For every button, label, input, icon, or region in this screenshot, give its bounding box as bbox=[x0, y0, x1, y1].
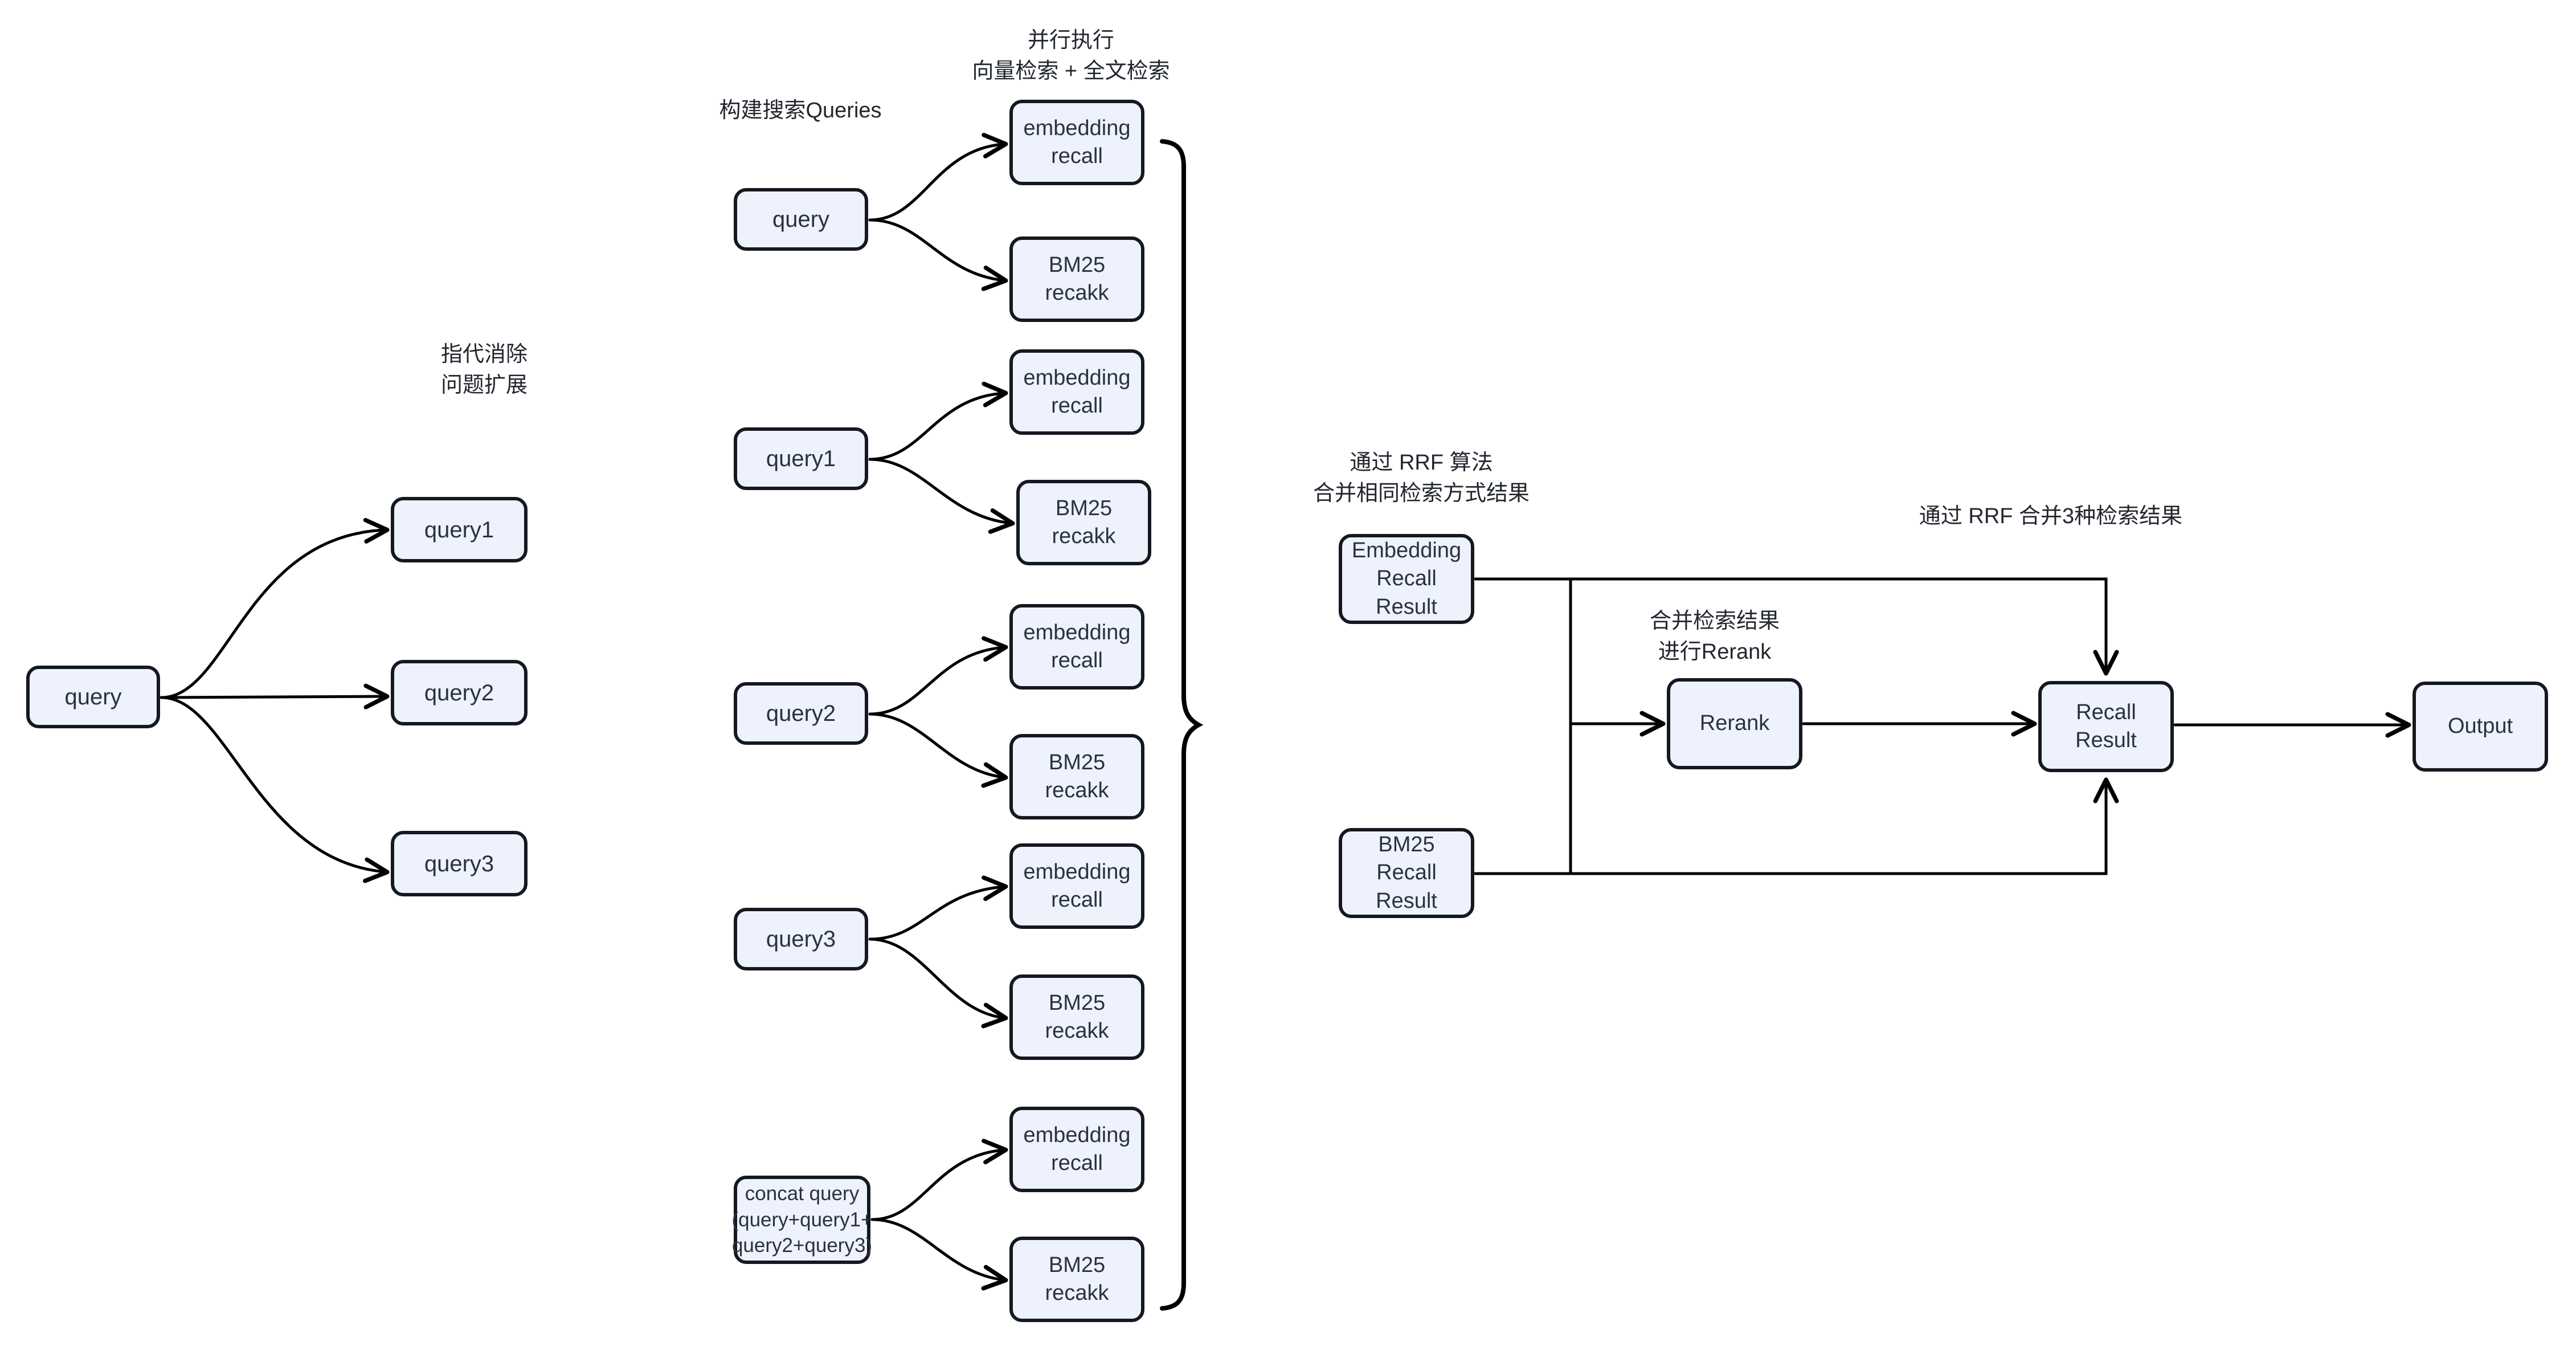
node-bm25-recall-5[interactable]: BM25 recakk bbox=[1009, 1237, 1144, 1322]
caption-rrf-merge-three: 通过 RRF 合并3种检索结果 bbox=[1919, 504, 2183, 528]
node-output[interactable]: Output bbox=[2413, 682, 2548, 772]
node-search-query1[interactable]: query1 bbox=[734, 427, 868, 490]
node-rerank[interactable]: Rerank bbox=[1667, 678, 1802, 769]
node-recall-result[interactable]: Recall Result bbox=[2038, 681, 2174, 772]
edge-query-to-query3 bbox=[160, 696, 390, 883]
node-embedding-recall-2[interactable]: embedding recall bbox=[1009, 349, 1144, 435]
edge-concat-to-emb5 bbox=[870, 1139, 1008, 1221]
edge-concat-to-bm5 bbox=[870, 1218, 1008, 1291]
node-bm25-recall-result[interactable]: BM25 Recall Result bbox=[1339, 828, 1474, 918]
edge-recall-group-brace bbox=[1160, 139, 1204, 1311]
node-search-query[interactable]: query bbox=[734, 188, 868, 251]
node-bm25-recall-2[interactable]: BM25 recakk bbox=[1016, 480, 1151, 565]
edge-midquery1-to-bm2 bbox=[868, 458, 1015, 534]
node-expanded-query1[interactable]: query1 bbox=[391, 497, 528, 562]
node-embedding-recall-5[interactable]: embedding recall bbox=[1009, 1107, 1144, 1192]
node-search-query2[interactable]: query2 bbox=[734, 682, 868, 745]
edge-midquery-to-bm1 bbox=[868, 218, 1008, 291]
edge-midquery2-to-bm3 bbox=[868, 712, 1008, 788]
edge-midquery3-to-bm4 bbox=[868, 937, 1008, 1029]
node-expanded-query2[interactable]: query2 bbox=[391, 660, 528, 725]
node-concat-query[interactable]: concat query (query+query1+ query2+query… bbox=[731, 1176, 873, 1264]
edge-midquery3-to-emb4 bbox=[868, 875, 1008, 941]
edge-midquery2-to-emb3 bbox=[868, 636, 1008, 716]
caption-build-queries: 构建搜索Queries bbox=[719, 99, 882, 123]
node-embedding-recall-result[interactable]: Embedding Recall Result bbox=[1339, 534, 1474, 624]
node-embedding-recall-4[interactable]: embedding recall bbox=[1009, 843, 1144, 929]
node-search-query3[interactable]: query3 bbox=[734, 908, 868, 970]
node-bm25-recall-3[interactable]: BM25 recakk bbox=[1009, 734, 1144, 819]
node-bm25-recall-1[interactable]: BM25 recakk bbox=[1009, 236, 1144, 322]
caption-coref-expand: 指代消除 问题扩展 bbox=[440, 342, 528, 397]
node-source-query[interactable]: query bbox=[26, 666, 160, 728]
edge-bmresult-to-recallresult bbox=[1474, 777, 2119, 875]
node-expanded-query3[interactable]: query3 bbox=[391, 831, 528, 896]
edge-query-to-query2 bbox=[160, 683, 390, 709]
node-embedding-recall-3[interactable]: embedding recall bbox=[1009, 604, 1144, 690]
node-bm25-recall-4[interactable]: BM25 recakk bbox=[1009, 974, 1144, 1060]
edge-query-to-query1 bbox=[160, 517, 390, 699]
caption-rrf-merge-same: 通过 RRF 算法 合并相同检索方式结果 bbox=[1312, 451, 1530, 505]
caption-parallel-exec: 并行执行 向量检索 + 全文检索 bbox=[972, 28, 1170, 83]
node-embedding-recall-1[interactable]: embedding recall bbox=[1009, 100, 1144, 185]
caption-merge-rerank: 合并检索结果 进行Rerank bbox=[1649, 609, 1780, 664]
edge-midquery1-to-emb2 bbox=[868, 381, 1008, 461]
edge-midquery-to-emb1 bbox=[868, 133, 1008, 222]
